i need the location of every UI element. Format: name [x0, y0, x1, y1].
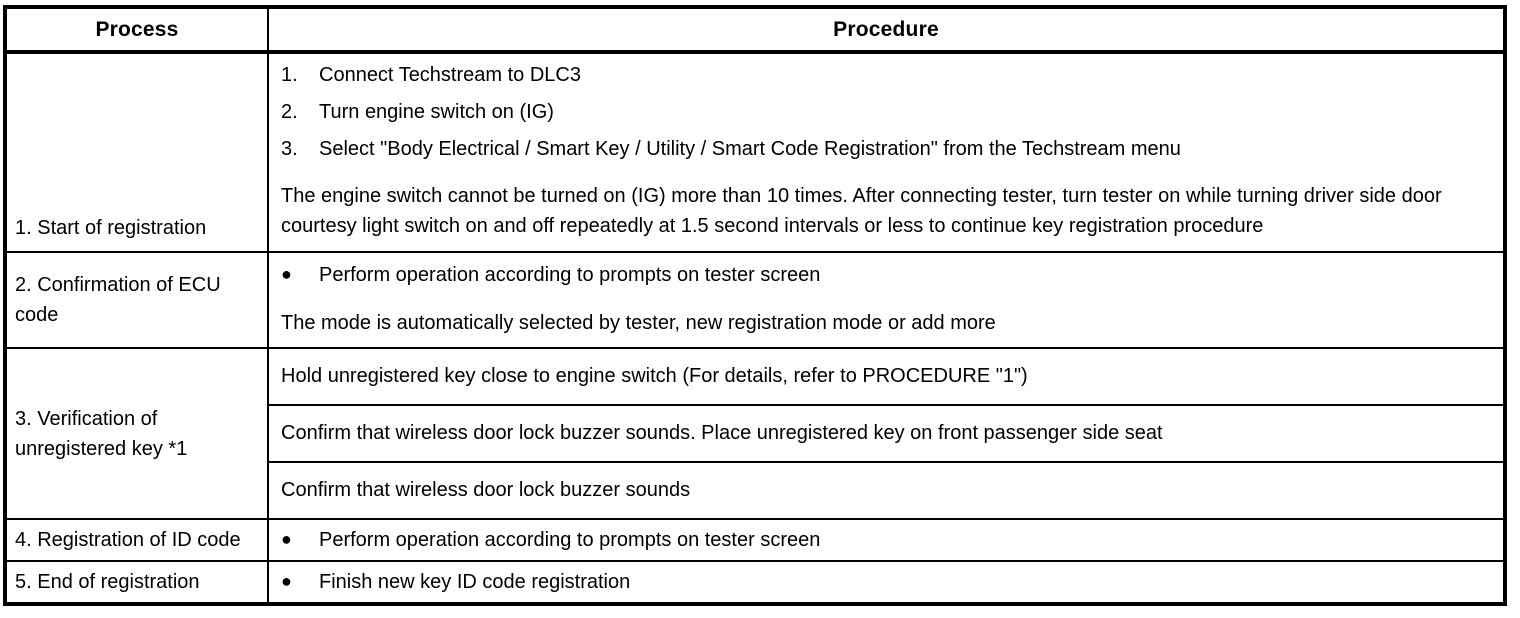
bulleted-step-list: ● Perform operation according to prompts…	[281, 261, 1493, 289]
procedure-note: The mode is automatically selected by te…	[281, 312, 996, 334]
column-header-procedure: Procedure	[267, 6, 1506, 54]
step-number: 2.	[281, 101, 298, 123]
process-label-end-of-registration: 5. End of registration	[4, 560, 269, 605]
key-registration-procedure-table: Process Procedure 1. Start of registrati…	[3, 5, 1507, 606]
process-label-registration-of-id-code: 4. Registration of ID code	[4, 518, 269, 562]
list-item: 3. Select "Body Electrical / Smart Key /…	[281, 136, 1493, 163]
table-row: 2. Confirmation of ECU code ● Perform op…	[4, 251, 1506, 349]
procedure-note: The engine switch cannot be turned on (I…	[281, 185, 1442, 237]
step-text: Turn engine switch on (IG)	[319, 101, 554, 123]
table-row: Confirm that wireless door lock buzzer s…	[269, 405, 1503, 463]
bulleted-step-list: ● Finish new key ID code registration	[281, 568, 1493, 596]
list-item: ● Perform operation according to prompts…	[281, 261, 1493, 289]
table-row: Confirm that wireless door lock buzzer s…	[269, 462, 1503, 518]
column-header-process: Process	[4, 6, 269, 54]
verification-substep-table: Hold unregistered key close to engine sw…	[269, 349, 1503, 518]
substep-text: Confirm that wireless door lock buzzer s…	[269, 462, 1503, 518]
procedure-cell-end-of-registration: ● Finish new key ID code registration	[267, 560, 1506, 605]
substep-text: Confirm that wireless door lock buzzer s…	[269, 405, 1503, 463]
procedure-cell-registration-of-id-code: ● Perform operation according to prompts…	[267, 518, 1506, 562]
bullet-icon: ●	[281, 571, 292, 591]
list-item: ● Finish new key ID code registration	[281, 568, 1493, 596]
step-text: Select "Body Electrical / Smart Key / Ut…	[319, 138, 1181, 160]
procedure-cell-verification-of-unregistered-key: Hold unregistered key close to engine sw…	[267, 347, 1506, 520]
step-text: Connect Techstream to DLC3	[319, 64, 581, 86]
table-row: 3. Verification of unregistered key *1 H…	[4, 347, 1506, 520]
bullet-icon: ●	[281, 529, 292, 549]
step-text: Perform operation according to prompts o…	[319, 529, 821, 551]
list-item: 1. Connect Techstream to DLC3	[281, 62, 1493, 89]
bullet-icon: ●	[281, 264, 292, 284]
bulleted-step-list: ● Perform operation according to prompts…	[281, 526, 1493, 554]
list-item: 2. Turn engine switch on (IG)	[281, 99, 1493, 126]
procedure-cell-start-of-registration: 1. Connect Techstream to DLC3 2. Turn en…	[267, 51, 1506, 253]
table-row: 4. Registration of ID code ● Perform ope…	[4, 518, 1506, 562]
step-number: 1.	[281, 64, 298, 86]
process-label-confirmation-of-ecu-code: 2. Confirmation of ECU code	[4, 251, 269, 349]
table-header-row: Process Procedure	[4, 6, 1506, 54]
process-label-start-of-registration: 1. Start of registration	[4, 51, 269, 253]
step-text: Perform operation according to prompts o…	[319, 264, 821, 286]
substep-text: Hold unregistered key close to engine sw…	[269, 349, 1503, 406]
table-row: Hold unregistered key close to engine sw…	[269, 349, 1503, 406]
list-item: ● Perform operation according to prompts…	[281, 526, 1493, 554]
table-row: 1. Start of registration 1. Connect Tech…	[4, 51, 1506, 253]
numbered-step-list: 1. Connect Techstream to DLC3 2. Turn en…	[281, 62, 1493, 163]
table-row: 5. End of registration ● Finish new key …	[4, 560, 1506, 605]
step-text: Finish new key ID code registration	[319, 571, 631, 593]
procedure-cell-confirmation-of-ecu-code: ● Perform operation according to prompts…	[267, 251, 1506, 349]
process-label-verification-of-unregistered-key: 3. Verification of unregistered key *1	[4, 347, 269, 520]
step-number: 3.	[281, 138, 298, 160]
